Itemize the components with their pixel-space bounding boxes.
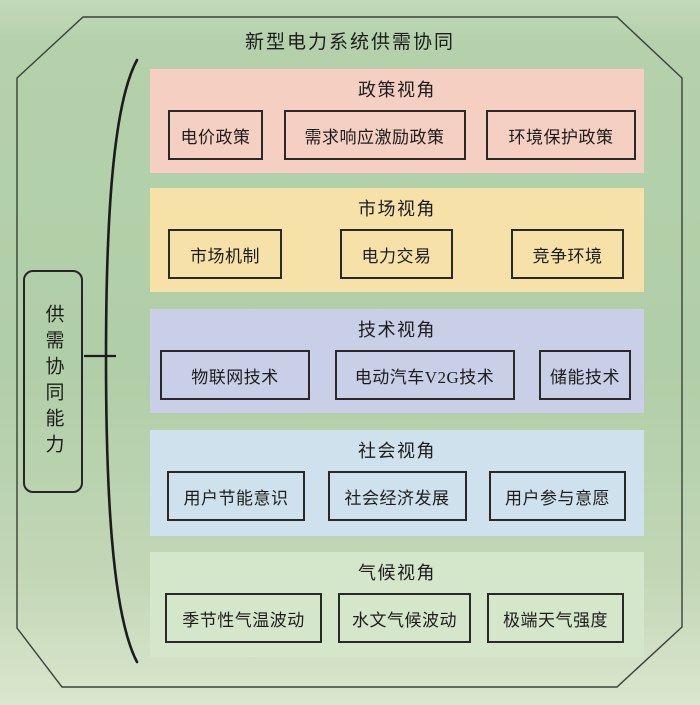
panel-market-row: 市场机制 电力交易 竞争环境 xyxy=(150,229,644,279)
item-box: 需求响应激励政策 xyxy=(283,110,466,160)
item-box: 市场机制 xyxy=(168,229,282,279)
panel-society: 社会视角 用户节能意识 社会经济发展 用户参与意愿 xyxy=(150,430,644,536)
brace-bracket-icon xyxy=(104,58,139,664)
item-box: 储能技术 xyxy=(539,350,631,400)
panel-technology-row: 物联网技术 电动汽车V2G技术 储能技术 xyxy=(150,350,644,400)
item-box: 用户节能意识 xyxy=(167,471,305,521)
item-box: 电力交易 xyxy=(340,229,453,279)
panel-society-row: 用户节能意识 社会经济发展 用户参与意愿 xyxy=(150,471,644,521)
panel-climate-title: 气候视角 xyxy=(358,563,436,583)
item-box: 极端天气强度 xyxy=(487,593,624,643)
panel-technology: 技术视角 物联网技术 电动汽车V2G技术 储能技术 xyxy=(150,309,644,413)
capability-node: 供需协同能力 xyxy=(23,270,83,493)
item-box: 季节性气温波动 xyxy=(165,593,322,643)
item-box: 水文气候波动 xyxy=(338,593,471,643)
panel-climate: 气候视角 季节性气温波动 水文气候波动 极端天气强度 xyxy=(150,552,644,657)
item-box: 环境保护政策 xyxy=(486,110,636,160)
panel-market: 市场视角 市场机制 电力交易 竞争环境 xyxy=(150,188,644,292)
item-box: 电动汽车V2G技术 xyxy=(334,350,515,400)
item-box: 竞争环境 xyxy=(511,229,624,279)
panel-policy: 政策视角 电价政策 需求响应激励政策 环境保护政策 xyxy=(150,69,644,173)
panel-technology-title: 技术视角 xyxy=(358,320,436,340)
capability-label: 供需协同能力 xyxy=(42,303,64,460)
panel-policy-title: 政策视角 xyxy=(358,80,436,100)
item-box: 用户参与意愿 xyxy=(489,471,626,521)
item-box: 物联网技术 xyxy=(160,350,310,400)
panel-society-title: 社会视角 xyxy=(358,441,436,461)
panel-market-title: 市场视角 xyxy=(358,199,436,219)
diagram-title: 新型电力系统供需协同 xyxy=(244,32,455,53)
item-box: 电价政策 xyxy=(168,110,263,160)
panel-policy-row: 电价政策 需求响应激励政策 环境保护政策 xyxy=(150,110,644,160)
item-box: 社会经济发展 xyxy=(327,471,467,521)
panel-climate-row: 季节性气温波动 水文气候波动 极端天气强度 xyxy=(150,593,644,643)
